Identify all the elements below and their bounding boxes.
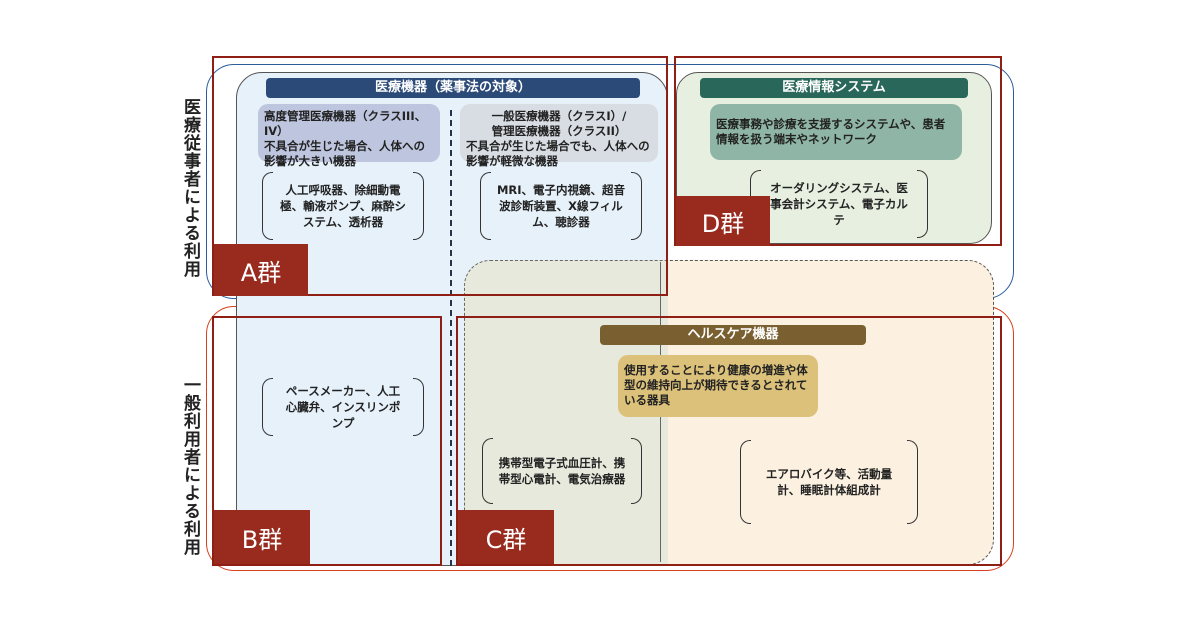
medical-devices-header: 医療機器（薬事法の対象） xyxy=(266,78,640,98)
group-a-frame xyxy=(212,56,668,296)
group-b-tag: B群 xyxy=(214,510,310,564)
healthcare-devices-header: ヘルスケア機器 xyxy=(600,325,866,345)
class-divider xyxy=(450,110,452,566)
group-c-frame xyxy=(456,316,1002,566)
high-risk-description: 不具合が生じた場合、人体への影響が大きい機器 xyxy=(264,139,425,168)
low-risk-title-2: 管理医療機器（クラスII） xyxy=(491,124,627,138)
info-system-description: 医療事務や診療を支援するシステムや、患者情報を扱う端末やネットワーク xyxy=(710,104,962,160)
low-risk-box: 一般医療機器（クラスI）/ 管理医療機器（クラスII） 不具合が生じた場合でも、… xyxy=(460,104,658,168)
group-c-examples: 携帯型電子式血圧計、携帯型心電計、電気治療器 xyxy=(482,438,642,504)
group-b-examples: ペースメーカー、人工心臓弁、インスリンポンプ xyxy=(262,378,424,436)
group-d-examples: オーダリングシステム、医事会計システム、電子カルテ xyxy=(750,170,928,238)
high-risk-box: 高度管理医療機器（クラスIII、IV） 不具合が生じた場合、人体への影響が大きい… xyxy=(258,104,440,168)
group-a-examples: 人工呼吸器、除細動電極、輸液ポンプ、麻酔システム、透析器 xyxy=(262,172,424,240)
low-risk-title-1: 一般医療機器（クラスI）/ xyxy=(491,109,627,123)
group-c-tag: C群 xyxy=(458,510,554,564)
high-risk-title: 高度管理医療機器（クラスIII、IV） xyxy=(264,109,427,138)
healthcare-description: 使用することにより健康の増進や体型の維持向上が期待できるとされている器具 xyxy=(618,355,818,417)
low-risk-examples: MRI、電子内視鏡、超音波診断装置、X線フィルム、聴診器 xyxy=(480,172,642,240)
professional-use-label: 医療従事者による利用 xyxy=(180,98,200,278)
group-b-frame xyxy=(212,316,442,566)
medical-info-system-header: 医療情報システム xyxy=(700,78,968,98)
general-use-label: 一般利用者による利用 xyxy=(180,376,200,556)
group-a-tag: A群 xyxy=(214,244,308,296)
low-risk-description: 不具合が生じた場合でも、人体への影響が軽微な機器 xyxy=(466,139,650,168)
group-d-tag: D群 xyxy=(676,196,770,246)
healthcare-other-examples: エアロバイク等、活動量計、睡眠計体組成計 xyxy=(740,440,918,524)
group-d-frame xyxy=(674,56,1002,246)
